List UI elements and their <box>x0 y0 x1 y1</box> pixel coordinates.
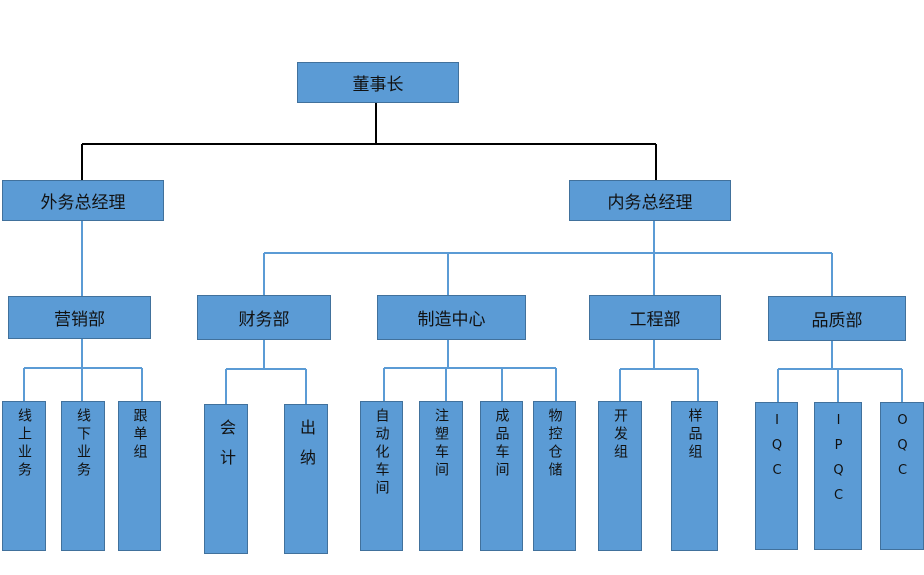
team-box: 自动化车间 <box>360 401 403 551</box>
dept-engineering-box: 工程部 <box>589 295 721 340</box>
team-label: 物控仓储 <box>546 408 563 480</box>
team-label: 出纳 <box>297 419 316 479</box>
internal-manager-box: 内务总经理 <box>569 180 731 221</box>
internal-manager-label: 内务总经理 <box>607 193 693 213</box>
team-box: 线下业务 <box>61 401 105 551</box>
team-label: 注塑车间 <box>433 408 449 480</box>
team-label: 成品车间 <box>493 408 510 480</box>
external-manager-box: 外务总经理 <box>2 180 164 221</box>
team-label: 样品组 <box>686 408 703 462</box>
team-label: 会计 <box>217 419 236 479</box>
team-box: 线上业务 <box>2 401 46 551</box>
team-box: 会计 <box>204 404 248 554</box>
dept-sales-label: 营销部 <box>54 310 105 330</box>
team-box: OQC <box>880 402 924 550</box>
team-label: IPQC <box>831 413 846 513</box>
dept-sales-box: 营销部 <box>8 296 151 339</box>
team-box: 跟单组 <box>118 401 161 551</box>
team-label: 自动化车间 <box>373 408 390 498</box>
chairman-label: 董事长 <box>352 75 404 95</box>
team-box: IPQC <box>814 402 862 550</box>
dept-quality-label: 品质部 <box>811 311 863 331</box>
team-label: IQC <box>769 413 785 488</box>
dept-quality-box: 品质部 <box>768 296 906 341</box>
team-box: 成品车间 <box>480 401 523 551</box>
team-label: OQC <box>895 413 910 488</box>
team-label: 开发组 <box>612 408 628 462</box>
external-manager-label: 外务总经理 <box>40 193 126 213</box>
team-box: 出纳 <box>284 404 328 554</box>
team-box: IQC <box>755 402 798 550</box>
team-box: 样品组 <box>671 401 718 551</box>
dept-manufacturing-label: 制造中心 <box>417 310 486 330</box>
chairman-box: 董事长 <box>297 62 459 103</box>
team-label: 线上业务 <box>16 408 32 480</box>
team-box: 注塑车间 <box>419 401 463 551</box>
dept-engineering-label: 工程部 <box>629 310 681 330</box>
dept-finance-label: 财务部 <box>238 310 290 330</box>
dept-finance-box: 财务部 <box>197 295 331 340</box>
team-label: 跟单组 <box>131 408 148 462</box>
dept-manufacturing-box: 制造中心 <box>377 295 526 340</box>
team-box: 物控仓储 <box>533 401 576 551</box>
team-box: 开发组 <box>598 401 642 551</box>
team-label: 线下业务 <box>75 408 91 480</box>
